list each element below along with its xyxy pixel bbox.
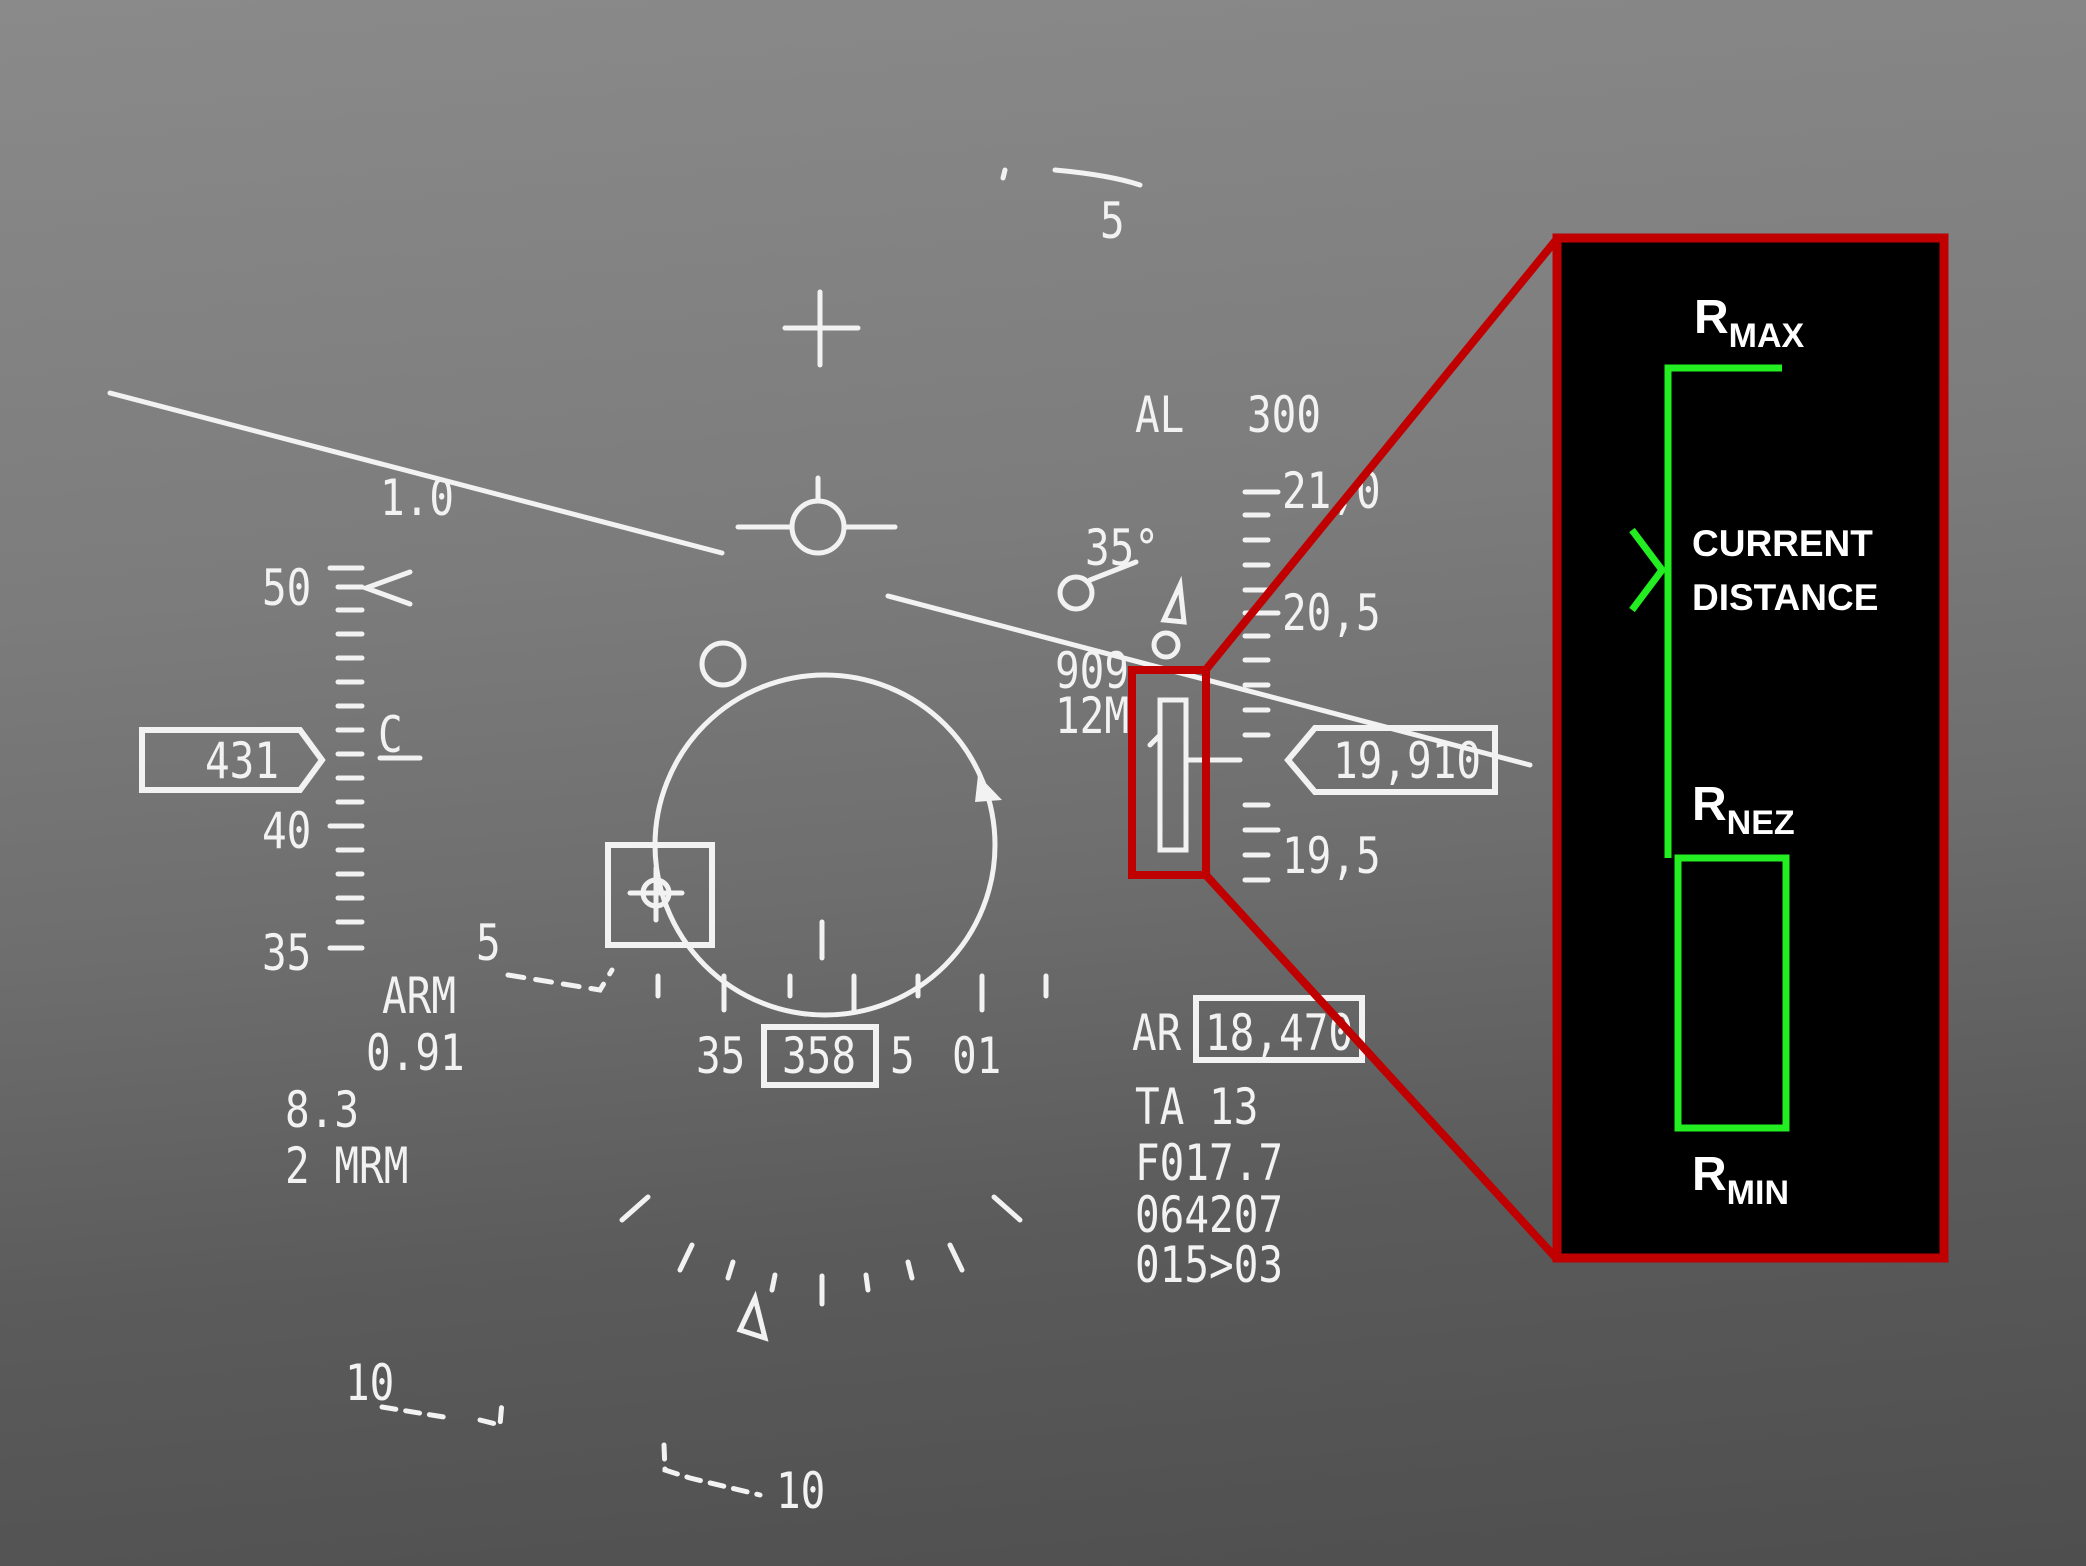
range-bar-inset: RMAX CURRENT DISTANCE RNEZ RMIN	[1552, 233, 1949, 1263]
heading-left: 35	[696, 1027, 745, 1085]
g-value: 8.3	[285, 1081, 359, 1139]
waypoint-value: 015>03	[1135, 1236, 1283, 1294]
steering-dot	[699, 640, 747, 688]
low-altitude-value: 300	[1247, 386, 1321, 444]
low-altitude-label: AL	[1135, 386, 1184, 444]
current-label-line1: CURRENT	[1692, 523, 1873, 564]
target-info-1: 909	[1055, 642, 1129, 700]
target-triangle	[1160, 575, 1187, 625]
dive-bracket-left	[379, 1399, 505, 1429]
callout-highlight-box	[1128, 666, 1210, 879]
heading-current: 358	[782, 1027, 856, 1085]
aspect-circle	[1057, 574, 1095, 612]
steering-circle-caret	[975, 775, 1002, 802]
range-bar-nez-box	[1674, 854, 1790, 1132]
heading-box	[761, 1024, 879, 1088]
dive-scale-right-label: 10	[776, 1462, 825, 1520]
time-value: 064207	[1135, 1186, 1283, 1244]
dive-scale-left-label: 10	[345, 1354, 394, 1412]
rmax-label: RMAX	[1694, 291, 1805, 355]
airspeed-tick-35: 35	[262, 924, 311, 982]
airspeed-tick-40: 40	[262, 802, 311, 860]
range-bar-max-bracket	[1664, 364, 1782, 858]
altitude-tape	[1242, 489, 1281, 883]
rmin-label: RMIN	[1692, 1148, 1789, 1212]
f-value: F017.7	[1135, 1134, 1283, 1192]
callout-connector-bottom	[1201, 870, 1559, 1261]
callout-connector-top	[1200, 237, 1560, 675]
ta-value: TA 13	[1135, 1078, 1258, 1136]
airspeed-box	[139, 727, 326, 793]
airspeed-tick-50: 50	[262, 559, 311, 617]
corner-speed-marker: C	[378, 706, 403, 764]
heading-right-partial: 5	[890, 1027, 915, 1085]
heading-right: 01	[952, 1027, 1001, 1085]
ar-label: AR	[1132, 1004, 1182, 1062]
pitch-ladder-label: 1.0	[380, 469, 454, 527]
dive-scale-left-upper	[505, 967, 615, 993]
ar-box	[1193, 995, 1365, 1063]
altitude-box	[1284, 725, 1498, 795]
target-designator-box	[605, 842, 715, 948]
dive-bracket-right	[661, 1442, 763, 1498]
flight-path-marker	[735, 475, 898, 556]
aspect-line	[1087, 559, 1139, 583]
allowable-steering-circle	[652, 672, 998, 1018]
boresight-cross	[782, 289, 861, 368]
current-label-line2: DISTANCE	[1692, 577, 1878, 618]
airspeed-value: 431	[205, 732, 279, 790]
inset-frame	[1552, 233, 1949, 1263]
altitude-tick-205: 20,5	[1282, 584, 1381, 642]
bank-scale	[1000, 167, 1143, 188]
airspeed-tape	[327, 565, 365, 951]
arm-status: ARM	[382, 967, 456, 1025]
bank-pointer	[736, 1290, 769, 1342]
mach-value: 0.91	[366, 1024, 465, 1082]
rnez-label: RNEZ	[1692, 778, 1795, 842]
altitude-tick-195: 19,5	[1282, 827, 1381, 885]
heading-scale	[655, 973, 1049, 1013]
dive-scale-offset: 5	[476, 914, 501, 972]
hud-range-bar	[1147, 697, 1243, 853]
airspeed-caret-marker	[358, 569, 413, 607]
target-info-2: 12M	[1055, 687, 1129, 745]
bank-angle-arc	[619, 1194, 1023, 1307]
target-dot	[1151, 630, 1181, 660]
altitude-value: 19,910	[1333, 732, 1481, 790]
bank-scale-label: 5	[1100, 192, 1125, 250]
current-distance-caret	[1629, 527, 1667, 613]
horizon-line-left	[107, 390, 725, 556]
weapon-selected: 2 MRM	[285, 1137, 408, 1195]
